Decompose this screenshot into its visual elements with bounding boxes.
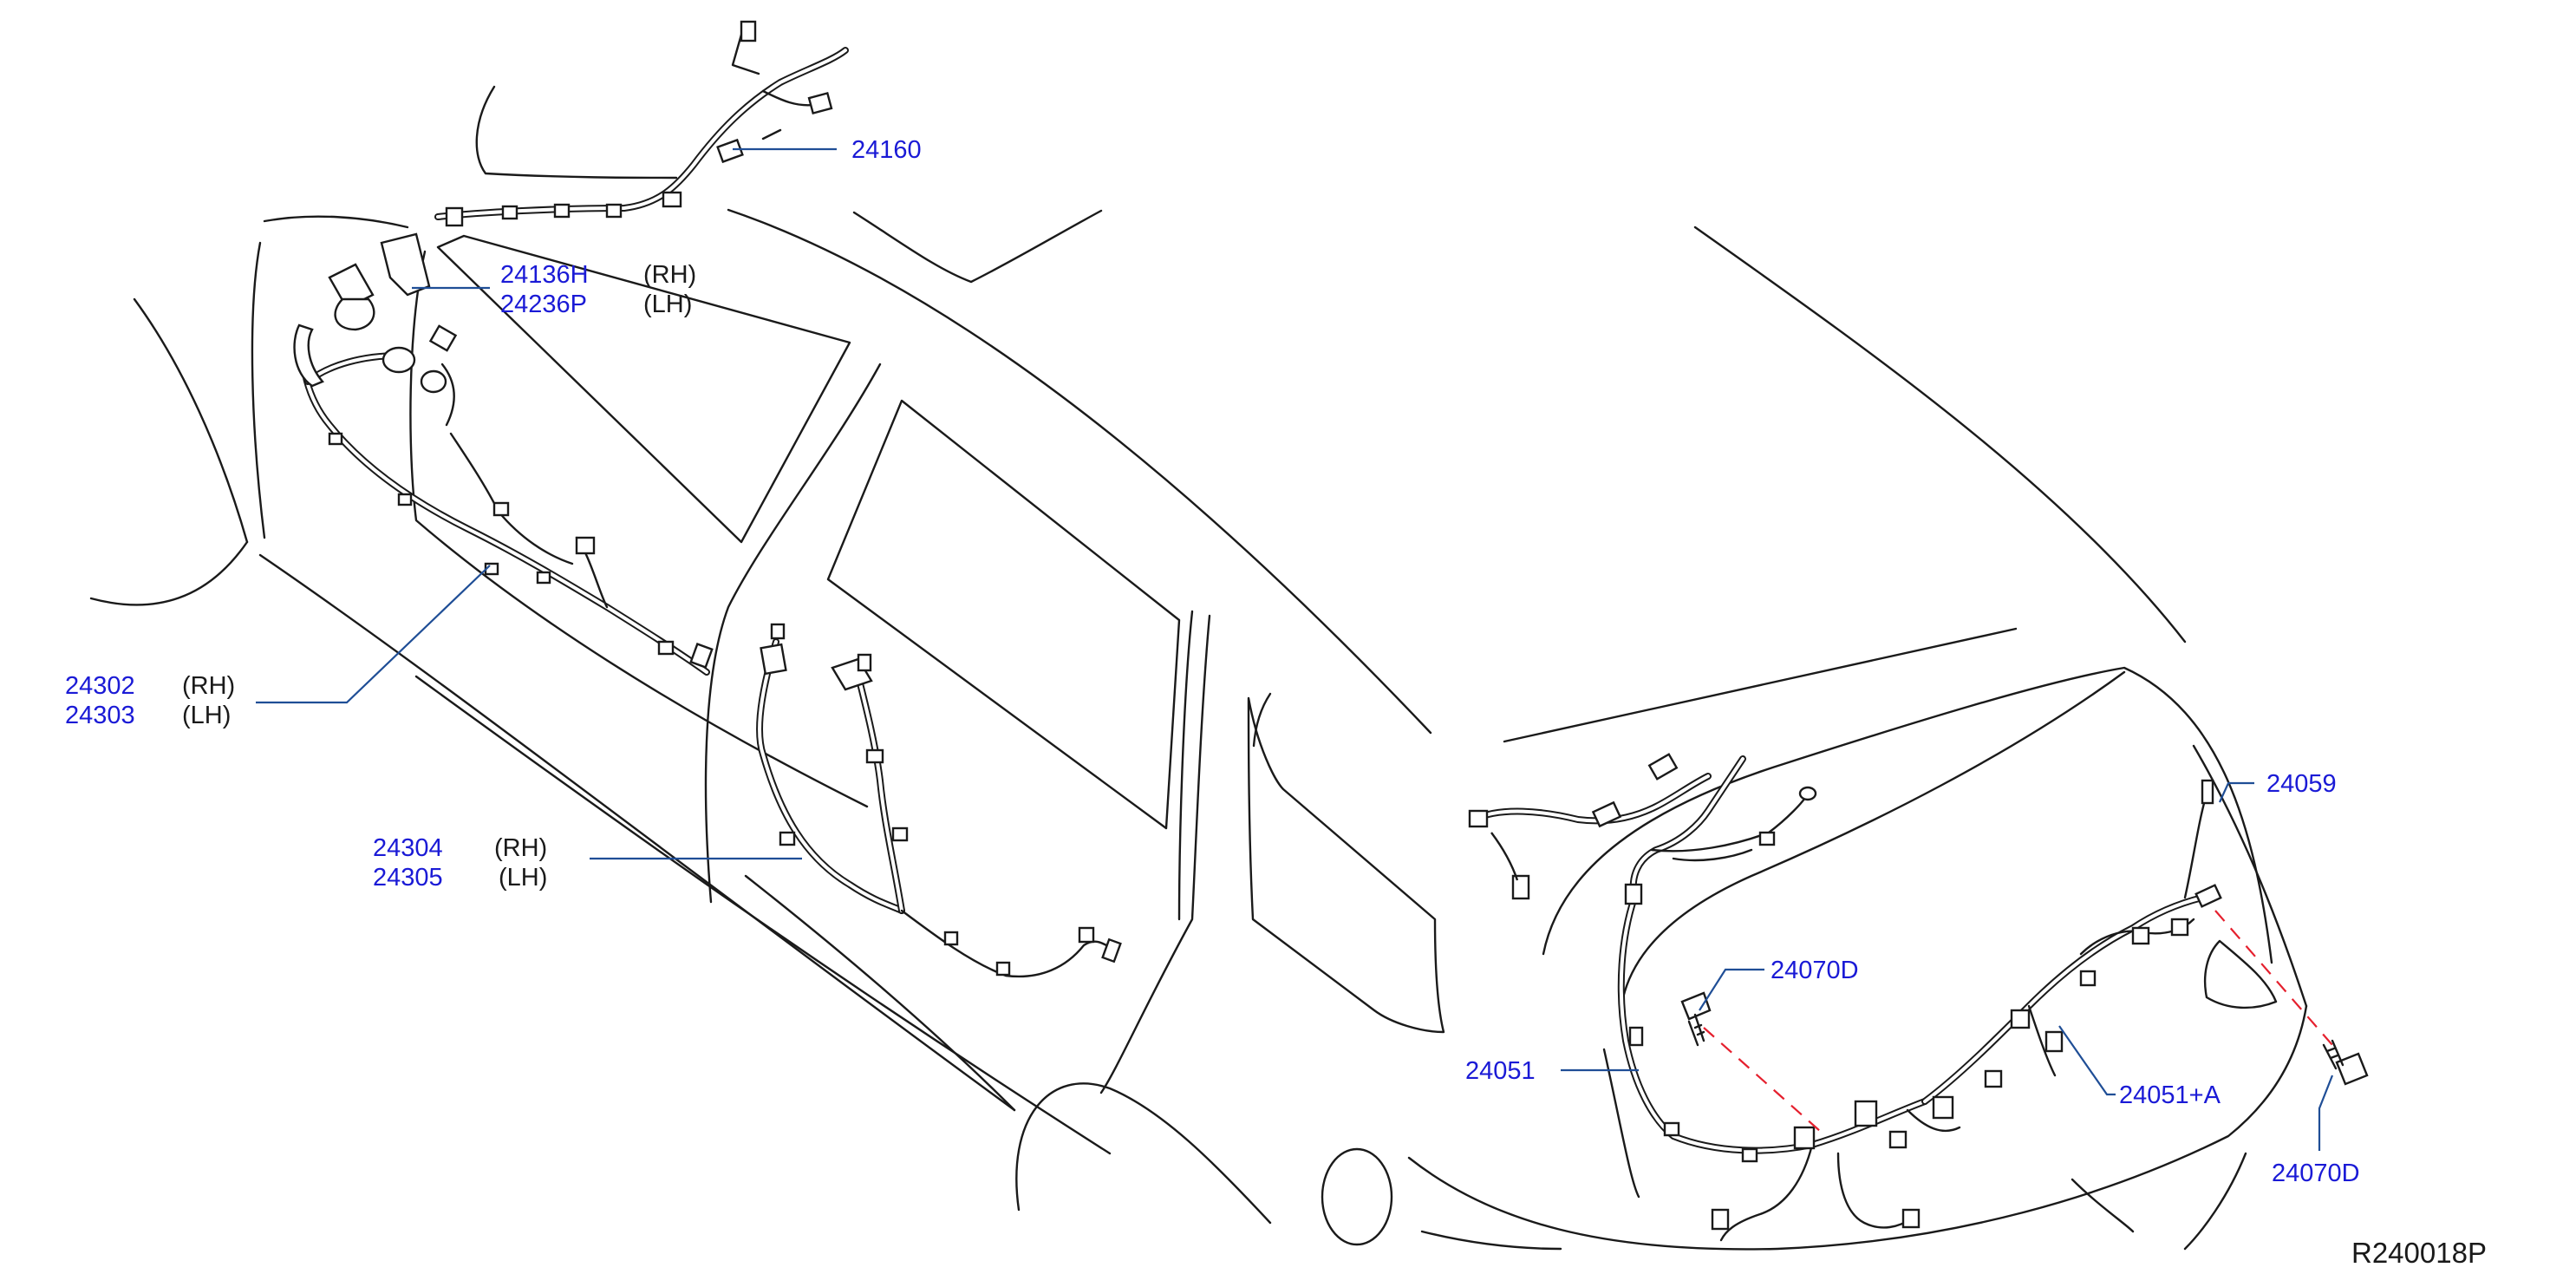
side-rh-label: (RH)	[182, 672, 235, 700]
roof-right-line	[1693, 225, 2187, 644]
part-number-24304: 24304	[373, 834, 443, 862]
side-lh-label: (LH)	[643, 291, 692, 318]
rear-door-window	[826, 399, 1181, 830]
front-wheel-arch	[89, 540, 249, 606]
side-rh-label: (RH)	[643, 261, 696, 289]
roof-harness	[434, 20, 849, 227]
bolt-line-right	[2214, 910, 2333, 1046]
side-lh-label: (LH)	[499, 864, 547, 892]
side-sill-upper	[258, 553, 1016, 1112]
roof-side-line	[727, 208, 1432, 735]
bolt-left	[1680, 991, 1712, 1047]
vehicle-body-outline	[89, 85, 2308, 1251]
callout-24051a: 24051+A	[2119, 1081, 2221, 1109]
part-number-24070d: 24070D	[2272, 1160, 2360, 1187]
rear-wheel-arch	[1015, 1082, 1272, 1225]
side-sill-lower	[414, 675, 1112, 1155]
side-sill-rear	[744, 874, 1016, 1112]
liftgate-upper-line	[1503, 627, 2018, 743]
c-pillar-line-2	[1177, 610, 1194, 921]
fuel-door	[1321, 1147, 1393, 1246]
leader-24051a	[2058, 1025, 2116, 1096]
part-number-24305: 24305	[373, 864, 443, 892]
a-pillar-curve	[263, 215, 409, 229]
front-door-harness	[293, 232, 714, 676]
callout-24136: 24136H (RH) 24236P (LH)	[500, 261, 696, 318]
rear-bumper-line	[1407, 1004, 2308, 1251]
part-number-24236p: 24236P	[500, 291, 587, 318]
part-number-24059: 24059	[2266, 770, 2337, 798]
leader-24070d-right	[2318, 1075, 2334, 1151]
callout-24070d-right: 24070D	[2272, 1160, 2360, 1187]
callout-24160: 24160	[851, 136, 922, 164]
callout-24070d-left: 24070D	[1771, 957, 1859, 984]
front-fender-line	[133, 297, 249, 544]
rear-lower-mid	[2071, 1178, 2135, 1233]
leader-24302	[256, 565, 491, 704]
side-rh-label: (RH)	[494, 834, 547, 862]
liftgate-outer	[1542, 666, 2273, 964]
liftgate-glass	[1620, 670, 2126, 1008]
callout-24051: 24051	[1465, 1057, 1536, 1085]
liftgate-right-edge	[2192, 744, 2308, 1008]
part-number-24051a: 24051+A	[2119, 1081, 2221, 1109]
front-door-window	[436, 234, 851, 544]
part-number-24051: 24051	[1465, 1057, 1536, 1085]
leader-lines	[256, 147, 2334, 1151]
rear-door-b-pillar	[704, 363, 882, 904]
leader-24059	[2218, 781, 2254, 803]
bolt-line-left	[1703, 1027, 1822, 1133]
rear-bumper-lower	[1420, 1230, 1562, 1251]
rear-lower-right	[2183, 1152, 2247, 1251]
diagram-reference-code: R240018P	[2351, 1237, 2487, 1269]
part-number-24303: 24303	[65, 702, 135, 729]
body-liftgate-harness	[1468, 753, 2222, 1242]
part-number-24136h: 24136H	[500, 261, 589, 289]
rear-door-harness	[756, 623, 1122, 978]
tail-lamp	[2203, 939, 2278, 1009]
a-pillar-front	[251, 241, 266, 539]
part-number-24160: 24160	[851, 136, 922, 164]
roof-rear-line	[852, 209, 1103, 284]
leader-24070d-left	[1699, 968, 1764, 1011]
callout-24059: 24059	[2266, 770, 2337, 798]
quarter-window	[1247, 696, 1445, 1034]
side-lh-label: (LH)	[182, 702, 231, 729]
callout-24304: 24304 (RH) 24305 (LH)	[373, 834, 547, 892]
quarter-window-edge	[1252, 692, 1272, 748]
c-pillar-line-1	[1099, 614, 1211, 1094]
roof-front-edge	[475, 85, 678, 180]
callout-24302: 24302 (RH) 24303 (LH)	[65, 672, 235, 729]
part-number-24302: 24302	[65, 672, 135, 700]
part-number-24070d: 24070D	[1771, 957, 1859, 984]
bolt-right	[2322, 1039, 2369, 1086]
liftgate-lower-line	[1602, 1048, 1640, 1199]
